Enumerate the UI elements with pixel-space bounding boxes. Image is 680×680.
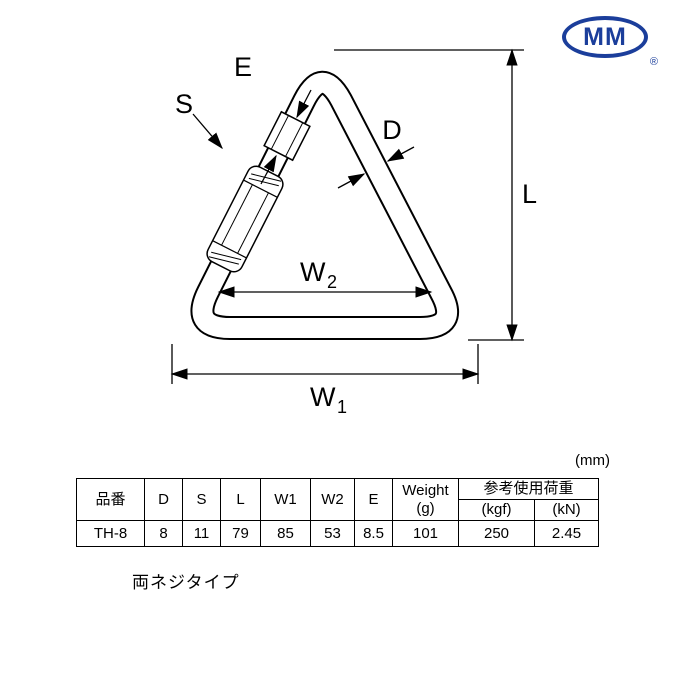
label-s: S [175, 89, 193, 119]
s-leader-line [192, 113, 223, 150]
label-l: L [522, 179, 537, 209]
e-arrow-upper [296, 89, 312, 119]
header-kgf: (kgf) [458, 499, 535, 521]
technical-drawing: E S D L W 2 W 1 [170, 48, 537, 417]
dimension-labels: E S D L W 2 W 1 [175, 52, 537, 417]
type-caption: 両ネジタイプ [132, 573, 240, 592]
cell-weight: 101 [392, 520, 459, 547]
header-weight: Weight (g) [392, 478, 459, 521]
d-arrow-inner [337, 173, 366, 189]
header-e: E [354, 478, 393, 521]
header-d: D [144, 478, 183, 521]
label-w1-subscript: 1 [337, 397, 347, 417]
logo-ellipse: MM [562, 16, 648, 58]
label-e: E [234, 52, 252, 82]
header-w1: W1 [260, 478, 311, 521]
cell-s: 11 [182, 520, 221, 547]
spec-table: 品番 D S L W1 W2 E Weight (g) 参考使用荷重 (kgf)… [76, 478, 599, 547]
cell-w2: 53 [310, 520, 355, 547]
logo-text: MM [583, 22, 627, 51]
header-w2: W2 [310, 478, 355, 521]
label-d: D [382, 115, 402, 145]
label-w1: W [310, 382, 336, 412]
cell-d: 8 [144, 520, 183, 547]
header-l: L [220, 478, 261, 521]
header-working-load: 参考使用荷重 [458, 478, 599, 500]
gate-collar [263, 110, 311, 162]
header-part-number: 品番 [76, 478, 145, 521]
table-row: TH-8 8 11 79 85 53 8.5 101 250 2.45 [76, 520, 599, 547]
cell-w1: 85 [260, 520, 311, 547]
header-weight-label: Weight [402, 482, 449, 500]
label-w2: W [300, 257, 326, 287]
dimension-lines [170, 48, 524, 384]
cell-kgf: 250 [458, 520, 535, 547]
registered-mark-icon: ® [649, 56, 658, 68]
cell-l: 79 [220, 520, 261, 547]
e-arrow-lower [260, 154, 277, 185]
unit-note: (mm) [575, 452, 610, 469]
screw-sleeve [206, 165, 284, 273]
label-w2-subscript: 2 [327, 272, 337, 292]
mm-logo: MM ® [562, 16, 658, 68]
cell-kn: 2.45 [534, 520, 599, 547]
cell-part-number: TH-8 [76, 520, 145, 547]
d-arrow-outer [386, 146, 415, 162]
triangle-link-wire [190, 70, 460, 340]
header-kn: (kN) [534, 499, 599, 521]
header-weight-unit: (g) [416, 499, 435, 517]
cell-e: 8.5 [354, 520, 393, 547]
header-s: S [182, 478, 221, 521]
